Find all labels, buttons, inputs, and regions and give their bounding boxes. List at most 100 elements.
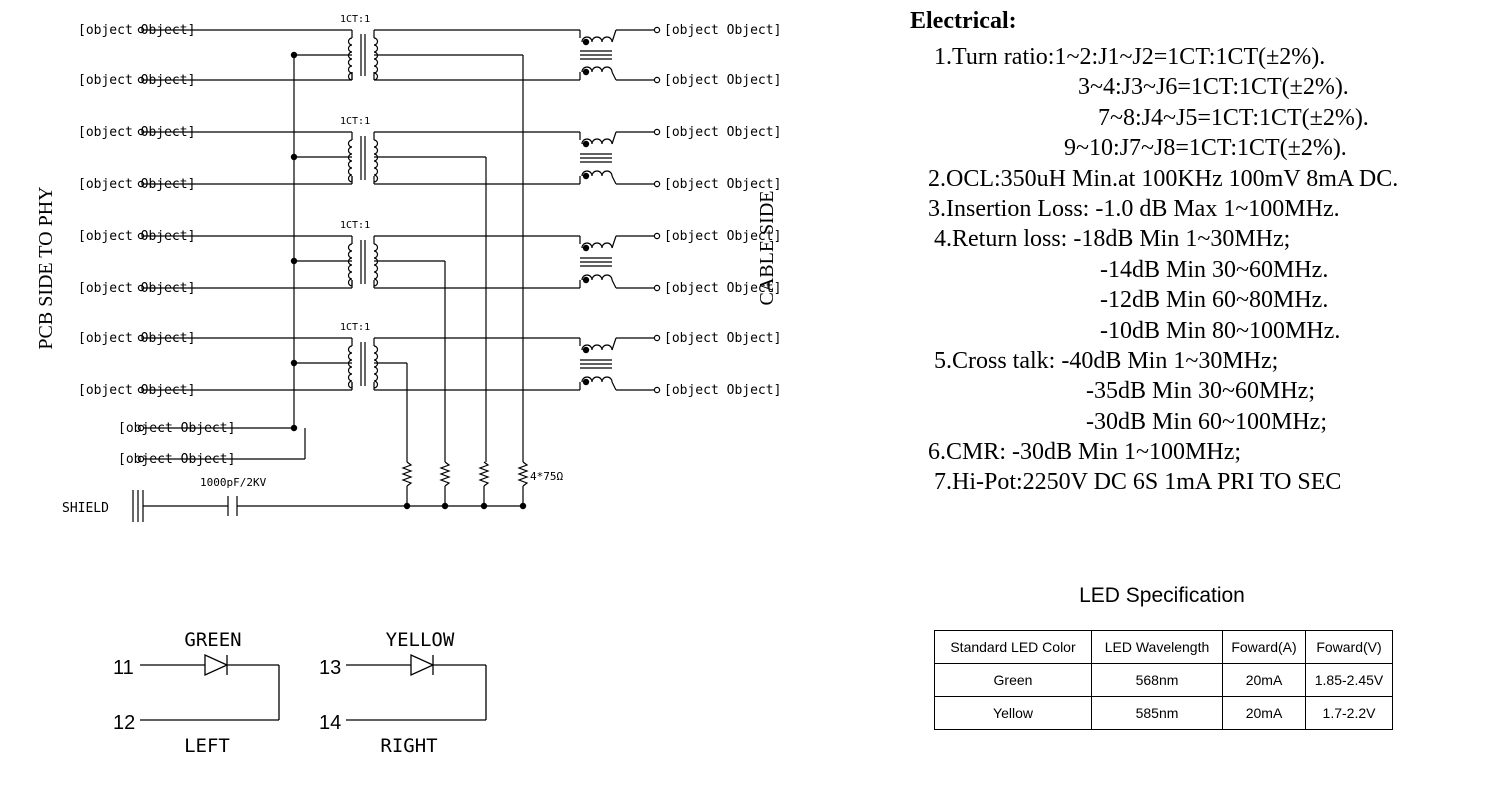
pin-label-left: [object Object] — [78, 125, 195, 140]
junction-dot — [582, 38, 590, 46]
electrical-line: -35dB Min 30~60MHz; — [1086, 378, 1315, 405]
pin-label-left: [object Object] — [78, 23, 195, 38]
led-header-forward-a: Foward(A) — [1222, 630, 1306, 664]
junction-dot — [582, 378, 590, 386]
electrical-line: 1.Turn ratio:1~2:J1~J2=1CT:1CT(±2%). — [934, 44, 1326, 70]
primary-coil — [347, 243, 353, 287]
resistor — [439, 461, 451, 487]
resistor — [401, 461, 413, 487]
secondary-coil — [373, 345, 379, 389]
resistor — [478, 461, 490, 487]
transformer-ratio: 1CT:1 — [340, 322, 370, 333]
electrical-lines: 1.Turn ratio:1~2:J1~J2=1CT:1CT(±2%). 3~4:… — [910, 42, 1506, 498]
pin-terminal — [653, 284, 661, 292]
choke-coil — [581, 66, 613, 73]
led-yellow-color: YELLOW — [386, 629, 455, 651]
electrical-title: Electrical: — [910, 8, 1017, 34]
led-spec-table: Standard LED Color LED Wavelength Foward… — [934, 630, 1393, 730]
pcb-side-label: PCB SIDE TO PHY — [35, 186, 57, 349]
led-green-side: LEFT — [184, 735, 230, 757]
pin-label-right: [object Object] — [664, 229, 781, 244]
schematic-labels: [object Object] [object Object] [object Ob… — [62, 14, 781, 516]
choke-coil — [581, 170, 613, 177]
led-cell: 20mA — [1222, 696, 1306, 730]
led-green-pin-b: 12 — [113, 712, 135, 734]
resistor-label: 4*75Ω — [530, 470, 563, 483]
led-yellow — [346, 653, 487, 721]
led-cell: Yellow — [934, 696, 1092, 730]
junction-dot — [582, 68, 590, 76]
junction-dot — [582, 346, 590, 354]
electrical-line: 2.OCL:350uH Min.at 100KHz 100mV 8mA DC. — [928, 165, 1399, 192]
resistor — [517, 461, 529, 487]
choke-coil — [581, 138, 613, 145]
pin-label-right: [object Object] — [664, 281, 781, 296]
pin-label-left: [object Object] — [118, 452, 235, 467]
pin-terminal — [653, 334, 661, 342]
choke-coil — [581, 242, 613, 249]
schematic-diagram: [object Object] [object Object] [object Ob… — [35, 14, 781, 757]
pin-terminal — [653, 76, 661, 84]
pin-label-left: [object Object] — [78, 73, 195, 88]
pin-label-left: [object Object] — [78, 331, 195, 346]
table-row: Green 568nm 20mA 1.85-2.45V — [934, 663, 1393, 697]
pin-label-right: [object Object] — [664, 73, 781, 88]
pin-terminal — [653, 26, 661, 34]
electrical-line: 7.Hi-Pot:2250V DC 6S 1mA PRI TO SEC — [934, 469, 1342, 496]
led-green-color: GREEN — [184, 629, 241, 651]
led-yellow-pin-a: 13 — [319, 657, 341, 679]
transformer-ratio: 1CT:1 — [340, 116, 370, 127]
led-yellow-pin-b: 14 — [319, 712, 341, 734]
led-table-header-row: Standard LED Color LED Wavelength Foward… — [934, 630, 1393, 664]
pin-terminal — [653, 232, 661, 240]
transformer-ratio: 1CT:1 — [340, 220, 370, 231]
led-header-forward-v: Foward(V) — [1305, 630, 1393, 664]
led-yellow-side: RIGHT — [380, 735, 437, 757]
led-header-color: Standard LED Color — [934, 630, 1092, 664]
pin-terminal — [653, 128, 661, 136]
led-header-wavelength: LED Wavelength — [1091, 630, 1223, 664]
wire — [611, 337, 617, 351]
pin-label-left: [object Object] — [78, 383, 195, 398]
schematic-wires — [132, 26, 661, 522]
junction-dot — [582, 172, 590, 180]
led-cell: 1.85-2.45V — [1305, 663, 1393, 697]
electrical-line: 3~4:J3~J6=1CT:1CT(±2%). — [1078, 74, 1349, 101]
electrical-line: 6.CMR: -30dB Min 1~100MHz; — [928, 439, 1242, 466]
secondary-coil — [373, 243, 379, 287]
junction-dot — [582, 140, 590, 148]
led-cell: Green — [934, 663, 1092, 697]
cable-side-label: CABLE SIDE — [756, 191, 778, 306]
led-cell: 585nm — [1091, 696, 1223, 730]
pin-label-left: [object Object] — [118, 421, 235, 436]
led-cell: 568nm — [1091, 663, 1223, 697]
led-green — [140, 653, 280, 721]
wire — [611, 175, 617, 185]
secondary-coil — [373, 139, 379, 183]
pin-label-right: [object Object] — [664, 383, 781, 398]
led-cell: 20mA — [1222, 663, 1306, 697]
electrical-line: -14dB Min 30~60MHz. — [1100, 256, 1329, 283]
led-green-pin-a: 11 — [113, 657, 134, 679]
wire — [611, 279, 617, 289]
wire — [611, 381, 617, 391]
wire — [611, 131, 617, 145]
choke-coil — [581, 36, 613, 43]
junction-dot — [582, 276, 590, 284]
pin-terminal — [653, 386, 661, 394]
wire — [611, 29, 617, 43]
led-cell: 1.7-2.2V — [1305, 696, 1393, 730]
pin-label-right: [object Object] — [664, 125, 781, 140]
transformer-ratio: 1CT:1 — [340, 14, 370, 25]
choke-coil — [581, 376, 613, 383]
table-row: Yellow 585nm 20mA 1.7-2.2V — [934, 696, 1393, 730]
pin-label-right: [object Object] — [664, 23, 781, 38]
electrical-line: -30dB Min 60~100MHz; — [1086, 408, 1327, 435]
pin-label-left: [object Object] — [78, 177, 195, 192]
electrical-line: 4.Return loss: -18dB Min 1~30MHz; — [934, 226, 1291, 253]
wire — [611, 235, 617, 249]
choke-coil — [581, 274, 613, 281]
electrical-line: 7~8:J4~J5=1CT:1CT(±2%). — [1098, 104, 1369, 131]
junction-dot — [582, 244, 590, 252]
electrical-line: 5.Cross talk: -40dB Min 1~30MHz; — [934, 347, 1279, 374]
